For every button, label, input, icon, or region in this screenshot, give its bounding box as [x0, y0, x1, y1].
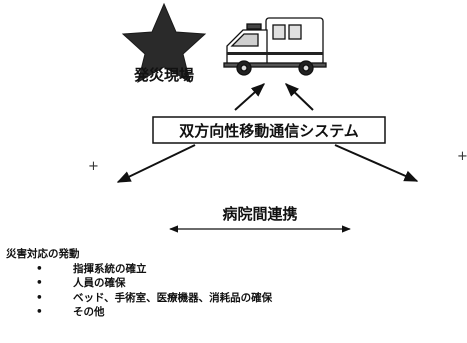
response-title: 災害対応の発動 [6, 248, 80, 260]
ambulance-icon [223, 17, 327, 76]
list-item-text: 人員の確保 [73, 277, 126, 289]
list-item: • その他 [6, 305, 456, 320]
arrow-site-to-box [284, 83, 314, 111]
hospital-link-label: 病院間連携 [222, 205, 297, 223]
bullet-icon: • [36, 262, 43, 275]
plus-mark-left: + [88, 159, 99, 174]
list-item: • ベッド、手術室、医療機器、消耗品の確保 [6, 291, 456, 306]
response-list: 災害対応の発動 • 指揮系統の確立 • 人員の確保 • ベッド、手術室、医療機器… [6, 247, 456, 320]
bullet-icon: • [36, 277, 43, 289]
center-system-box [152, 116, 386, 144]
list-item-text: ベッド、手術室、医療機器、消耗品の確保 [73, 291, 273, 304]
arrow-to-right-hospital [334, 144, 419, 182]
response-items: • 指揮系統の確立 • 人員の確保 • ベッド、手術室、医療機器、消耗品の確保 … [6, 262, 456, 320]
bullet-icon: • [36, 306, 43, 318]
list-item-text: 指揮系統の確立 [73, 262, 147, 275]
arrow-to-left-hospital [116, 144, 196, 183]
site-label: 発災現場 [133, 66, 194, 84]
bullet-icon: • [36, 291, 43, 304]
list-item: • 人員の確保 [6, 276, 456, 291]
arrow-box-to-site [234, 83, 266, 111]
star-icon [121, 2, 207, 84]
plus-mark-right: + [457, 149, 467, 164]
list-item-text: その他 [73, 306, 105, 318]
center-system-label: 双方向性移動通信システム [179, 122, 359, 140]
list-item: • 指揮系統の確立 [6, 262, 456, 277]
